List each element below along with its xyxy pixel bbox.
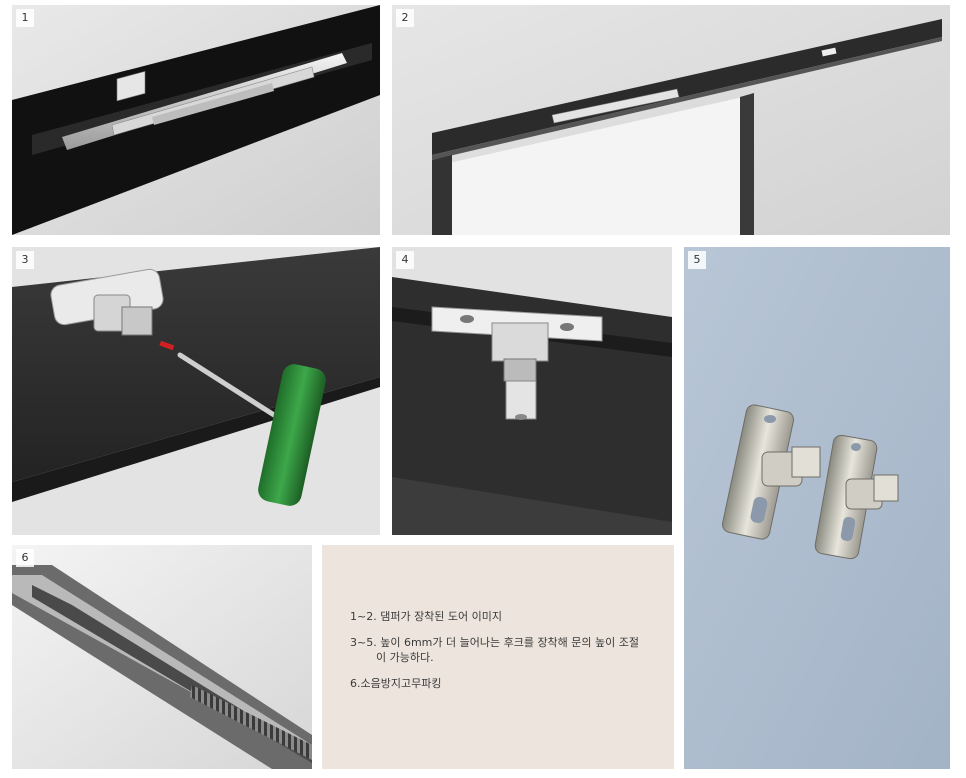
- damper-track-illustration: [12, 5, 380, 235]
- panel-number: 3: [16, 251, 34, 269]
- description-text: 1~2. 댐퍼가 장착된 도어 이미지 3~5. 높이 6mm가 더 늘어나는 …: [350, 609, 660, 702]
- description-line-2b: 이 가능하다.: [376, 651, 434, 664]
- hook-installation-illustration: [12, 247, 380, 535]
- panel-number: 5: [688, 251, 706, 269]
- rubber-packing-illustration: [12, 545, 312, 769]
- hooks-photo-illustration: [684, 247, 950, 769]
- description-line-1: 1~2. 댐퍼가 장착된 도어 이미지: [350, 610, 503, 623]
- photo-rubber-packing: 6: [12, 545, 312, 769]
- panel-number: 6: [16, 549, 34, 567]
- panel-number: 1: [16, 9, 34, 27]
- photo-height-adjust-hooks: 5: [684, 247, 950, 769]
- description-line-2: 3~5. 높이 6mm가 더 늘어나는 후크를 장착해 문의 높이 조절 이 가…: [350, 635, 660, 665]
- photo-hook-mounted: 4: [392, 247, 672, 535]
- photo-hook-installation: 3: [12, 247, 380, 535]
- description-line-2a: 3~5. 높이 6mm가 더 늘어나는 후크를 장착해 문의 높이 조절: [350, 636, 640, 649]
- photo-damper-in-track: 1: [12, 5, 380, 235]
- photo-door-frame: 2: [392, 5, 950, 235]
- panel-number: 4: [396, 251, 414, 269]
- hook-mounted-illustration: [392, 247, 672, 535]
- door-frame-illustration: [392, 5, 950, 235]
- panel-number: 2: [396, 9, 414, 27]
- description-line-3: 6.소음방지고무파킹: [350, 677, 442, 690]
- description-panel: 1~2. 댐퍼가 장착된 도어 이미지 3~5. 높이 6mm가 더 늘어나는 …: [322, 545, 674, 769]
